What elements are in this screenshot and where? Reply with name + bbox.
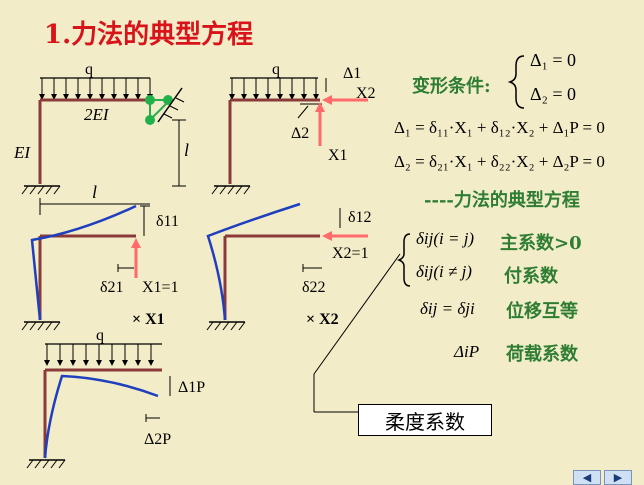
equation-1: Δ₁ = δ₁₁·X₁ + δ₁₂·X₂ + Δ₁P = 0 [394,118,605,137]
load-q-3: q [96,327,104,344]
diagram-original: q 2EI EI l l [13,61,189,215]
diagram-base-system: q Δ1 Δ2 X2 X1 [211,61,376,195]
beam-rigidity: 2EI [84,105,110,124]
coef-symbol-reciprocal: δij = δji [420,299,475,318]
next-slide-button[interactable]: ▶ [604,470,632,485]
coef-label-reciprocal: 位移互等 [506,301,578,322]
prev-slide-button[interactable]: ◀ [573,470,601,485]
d21-label: δ21 [100,279,124,296]
x1-unit-label: X1=1 [142,279,179,296]
x2-label: X2 [356,85,376,102]
conditions-label: 变形条件: [412,76,491,97]
height-l: l [184,140,189,160]
delta1-label: Δ1 [343,65,361,82]
x1-label: X1 [328,147,348,164]
mult-x1: × X1 [132,311,165,328]
diagram-x2-unit: δ12 X2=1 δ22 × X2 [206,202,372,331]
next-arrow-icon: ▶ [613,471,623,484]
d12-label: δ12 [348,209,372,226]
diagram-x1-unit: δ11 X1=1 δ21 × X1 [21,204,179,331]
diagram-load: q Δ1P Δ2P [26,327,205,469]
load-q-2: q [272,61,280,78]
condition-2: Δ₂ = 0 [530,84,577,104]
d2p-label: Δ2P [144,431,171,448]
coef-label-secondary: 付系数 [504,266,558,287]
coef-label-main: 主系数>0 [500,233,582,254]
d1p-label: Δ1P [178,379,205,396]
column-rigidity: EI [13,143,31,162]
connector-line [313,253,401,375]
prev-arrow-icon: ◀ [582,471,592,484]
x2-unit-label: X2=1 [332,245,369,262]
equation-2: Δ₂ = δ₂₁·X₁ + δ₂₂·X₂ + Δ₂P = 0 [394,152,605,171]
coef-symbol-load: ΔiP [454,342,480,361]
mult-x2: × X2 [306,311,339,328]
d11-label: δ11 [156,213,179,230]
coef-label-load: 荷载系数 [506,344,578,365]
coefficients-brace [396,233,411,287]
equation-caption: ----力法的典型方程 [424,190,580,211]
coef-symbol-main: δij(i = j) [416,229,475,248]
delta2-label: Δ2 [291,125,309,142]
condition-1: Δ₁ = 0 [530,50,577,70]
d22-label: δ22 [302,279,326,296]
slide-title: 1.力法的典型方程 [44,20,254,50]
load-q: q [85,61,93,78]
coef-symbol-secondary: δij(i ≠ j) [416,262,472,281]
conditions-brace [507,55,525,109]
flexibility-box: 柔度系数 [358,404,492,436]
width-l: l [92,182,97,202]
